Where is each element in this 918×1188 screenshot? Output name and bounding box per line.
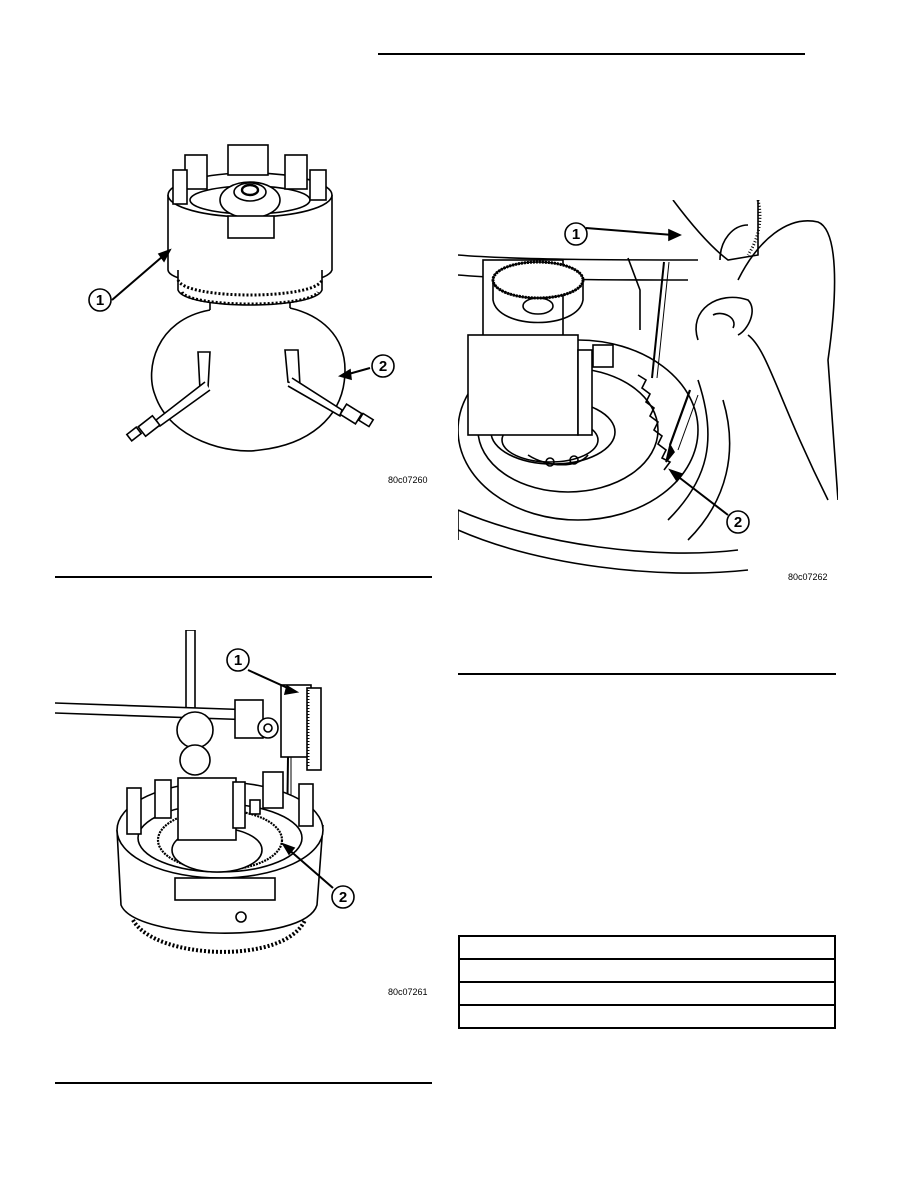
table-cell: [458, 935, 836, 960]
table-row: [458, 1004, 836, 1029]
divider-left-2: [55, 1082, 432, 1084]
table-row: [458, 935, 836, 960]
figure-2-id: 80c07261: [388, 987, 428, 997]
header-rule: [378, 53, 805, 55]
spec-table: [458, 935, 836, 1029]
figure-2-callout-1: 1: [234, 652, 242, 669]
figure-1-id: 80c07260: [388, 475, 428, 485]
figure-1-illustration: 1 2: [88, 144, 395, 452]
table-cell: [458, 981, 836, 1006]
figure-3-illustration: 1 2: [458, 200, 838, 574]
figure-1-callout-2: 2: [379, 358, 387, 375]
table-row: [458, 981, 836, 1006]
table-cell: [458, 1004, 836, 1029]
figure-1: 1 2: [60, 120, 440, 500]
table-cell: [458, 958, 836, 983]
figure-1-callout-1: 1: [96, 292, 104, 309]
figure-3-id: 80c07262: [788, 572, 828, 582]
divider-left-1: [55, 576, 432, 578]
figure-2-callout-2: 2: [339, 889, 347, 906]
divider-right-1: [458, 673, 836, 675]
figure-2-illustration: 1 2: [55, 630, 355, 954]
table-row: [458, 958, 836, 983]
figure-3: 1 2: [458, 200, 838, 585]
figure-3-callout-2: 2: [734, 514, 742, 531]
figure-3-callout-1: 1: [572, 226, 580, 243]
figure-2: 1 2: [55, 630, 435, 990]
